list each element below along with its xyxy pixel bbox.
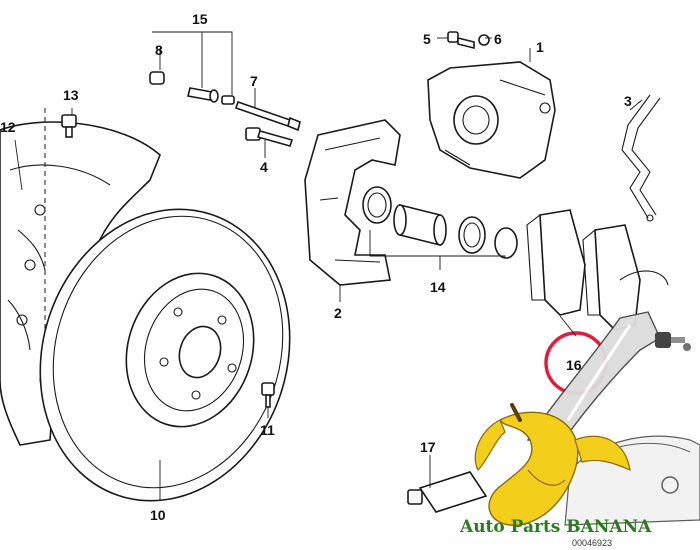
label-15: 15	[192, 11, 208, 27]
label-13: 13	[63, 87, 79, 103]
label-10: 10	[150, 507, 166, 523]
grease-tube	[407, 471, 488, 513]
leader-lines	[14, 31, 643, 500]
label-4: 4	[260, 159, 268, 175]
guide-pin	[234, 100, 301, 132]
brand-watermark-text: Auto Parts BANANA	[459, 517, 652, 537]
part-labels: 1 2 3 4 5 6 7 8 10 11 12 13 14 15 16 17	[0, 11, 632, 523]
label-7: 7	[250, 73, 258, 89]
bleeder-screw	[447, 31, 490, 50]
label-2: 2	[334, 305, 342, 321]
label-5: 5	[423, 31, 431, 47]
label-11: 11	[260, 422, 275, 438]
guide-bolt	[245, 127, 294, 147]
label-16: 16	[566, 357, 582, 373]
caliper-housing	[427, 61, 556, 179]
caliper-carrier	[304, 119, 401, 286]
label-1: 1	[536, 39, 544, 55]
piston-kit	[362, 186, 518, 259]
brake-disc	[39, 208, 291, 502]
label-14: 14	[430, 279, 446, 295]
label-6: 6	[494, 31, 502, 47]
anti-rattle-spring	[621, 94, 661, 222]
banana-mascot-icon	[474, 403, 631, 526]
drawing-part-code: 00046923	[572, 538, 612, 548]
brake-pads	[526, 209, 669, 331]
guide-cap	[149, 71, 165, 85]
guide-sleeves	[187, 87, 235, 105]
label-8: 8	[155, 42, 163, 58]
shield-bolt	[61, 114, 77, 138]
label-17: 17	[420, 439, 436, 455]
label-12: 12	[0, 119, 16, 135]
label-3: 3	[624, 93, 632, 109]
